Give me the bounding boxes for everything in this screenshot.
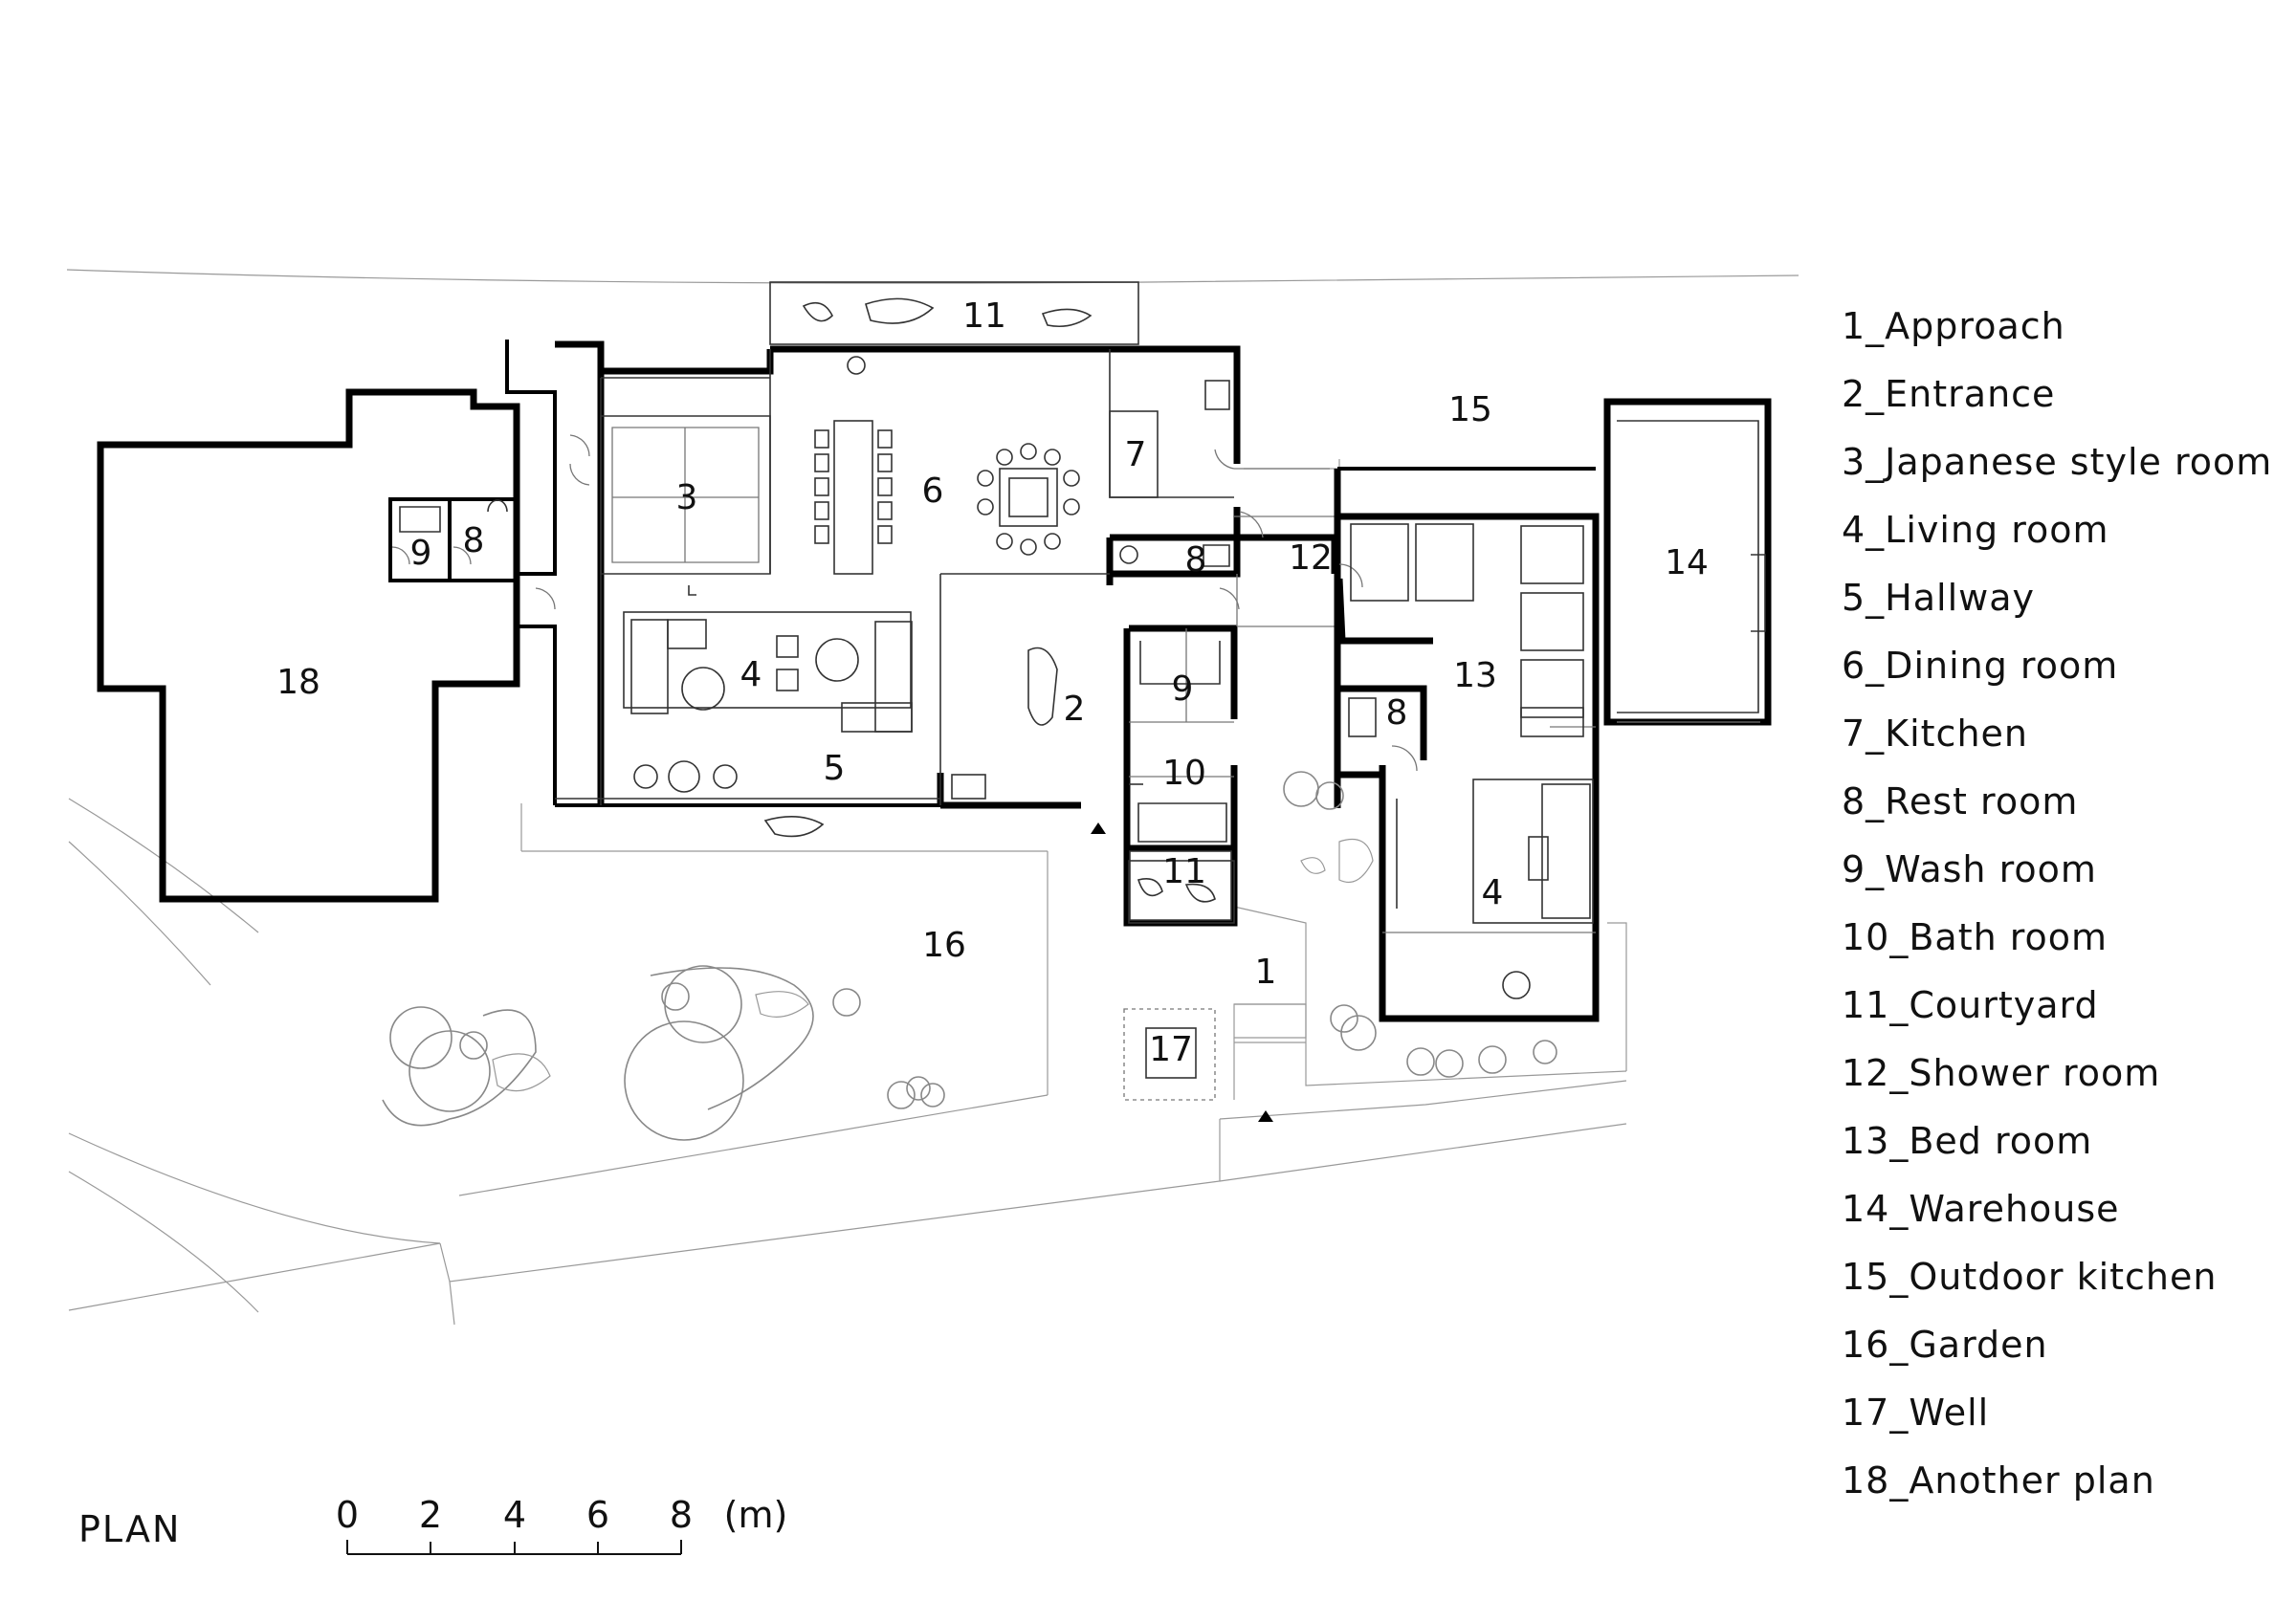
- room-label-dining: 6: [922, 472, 944, 511]
- room-label-approach: 1: [1255, 953, 1277, 992]
- legend-item: 6_Dining room: [1842, 645, 2119, 687]
- room-label-hallway: 5: [824, 749, 846, 788]
- living-furniture: [623, 585, 913, 793]
- entry-arrow-north: [1091, 822, 1106, 834]
- legend-item: 18_Another plan: [1842, 1459, 2155, 1502]
- scale-tick-2: 2: [419, 1494, 442, 1536]
- legend-item: 13_Bed room: [1842, 1120, 2093, 1162]
- legend-item: 14_Warehouse: [1842, 1188, 2120, 1230]
- legend-item: 1_Approach: [1842, 305, 2065, 347]
- scale-tick-4: 4: [503, 1494, 526, 1536]
- site-lines: [66, 269, 1799, 1326]
- room-label-rest-annex: 8: [1386, 693, 1408, 733]
- scale-unit: (m): [724, 1494, 788, 1536]
- legend-item: 17_Well: [1842, 1392, 1990, 1434]
- scale-tick-8: 8: [670, 1494, 693, 1536]
- entry-arrow-south: [1258, 1110, 1273, 1122]
- legend-item: 7_Kitchen: [1842, 713, 2028, 755]
- scale-tick-0: 0: [336, 1494, 359, 1536]
- room-label-living-annex: 4: [1482, 873, 1504, 912]
- legend-item: 3_Japanese style room: [1842, 441, 2273, 483]
- room-label-another-plan: 18: [276, 663, 320, 702]
- room-label-entrance: 2: [1064, 690, 1086, 729]
- scale-bar: 0 2 4 6 8 (m): [336, 1494, 788, 1555]
- legend-item: 5_Hallway: [1842, 577, 2036, 619]
- room-label-shower: 12: [1289, 538, 1333, 578]
- legend-item: 16_Garden: [1842, 1324, 2048, 1366]
- room-label-rest-main: 8: [1185, 540, 1207, 580]
- another-plan-connector: [505, 340, 557, 805]
- dining-furniture: [814, 356, 1230, 575]
- legend-item: 11_Courtyard: [1842, 984, 2099, 1026]
- legend-item: 8_Rest room: [1842, 780, 2079, 822]
- room-label-warehouse: 14: [1665, 543, 1709, 582]
- legend-item: 2_Entrance: [1842, 373, 2056, 415]
- room-label-courtyard-north: 11: [962, 296, 1006, 336]
- annex-walls: [1334, 398, 1772, 1022]
- well-and-approach: [1091, 822, 1306, 1122]
- room-label-outdoor-kitchen: 15: [1448, 390, 1492, 429]
- legend-item: 12_Shower room: [1842, 1052, 2161, 1094]
- entrance-bath-fixtures: [951, 544, 1230, 843]
- room-legend: 1_Approach 2_Entrance 3_Japanese style r…: [1842, 302, 2272, 1524]
- room-label-well: 17: [1149, 1030, 1193, 1069]
- room-label-bedroom: 13: [1453, 656, 1497, 695]
- legend-item: 15_Outdoor kitchen: [1842, 1256, 2218, 1298]
- legend-item: 10_Bath room: [1842, 916, 2108, 958]
- main-house-interior: [535, 349, 1339, 805]
- room-label-garden: 16: [922, 926, 966, 965]
- room-labels: 1 2 3 4 4 5 6 7 8 8 8 9 9 10 11 11 12 13…: [276, 296, 1709, 1069]
- room-label-kitchen: 7: [1125, 435, 1147, 474]
- room-label-bath: 10: [1162, 754, 1206, 793]
- room-label-japanese-room: 3: [676, 478, 698, 517]
- scale-tick-6: 6: [586, 1494, 609, 1536]
- room-label-wash-other: 9: [410, 534, 432, 573]
- room-label-courtyard-south: 11: [1162, 852, 1206, 891]
- room-label-wash-main: 9: [1172, 669, 1194, 709]
- courtyard-outlines: [763, 281, 1235, 924]
- plan-title: PLAN: [78, 1508, 182, 1550]
- main-house-walls: [555, 340, 1338, 927]
- another-plan-service-rooms: [388, 497, 519, 582]
- garden-trees: [382, 771, 1557, 1141]
- another-plan-outline: [97, 388, 520, 903]
- legend-item: 9_Wash room: [1842, 848, 2097, 890]
- bedroom-furniture: [1348, 523, 1594, 999]
- room-label-living-main: 4: [740, 655, 762, 694]
- legend-item: 4_Living room: [1842, 509, 2109, 551]
- room-label-rest-other: 8: [463, 521, 485, 560]
